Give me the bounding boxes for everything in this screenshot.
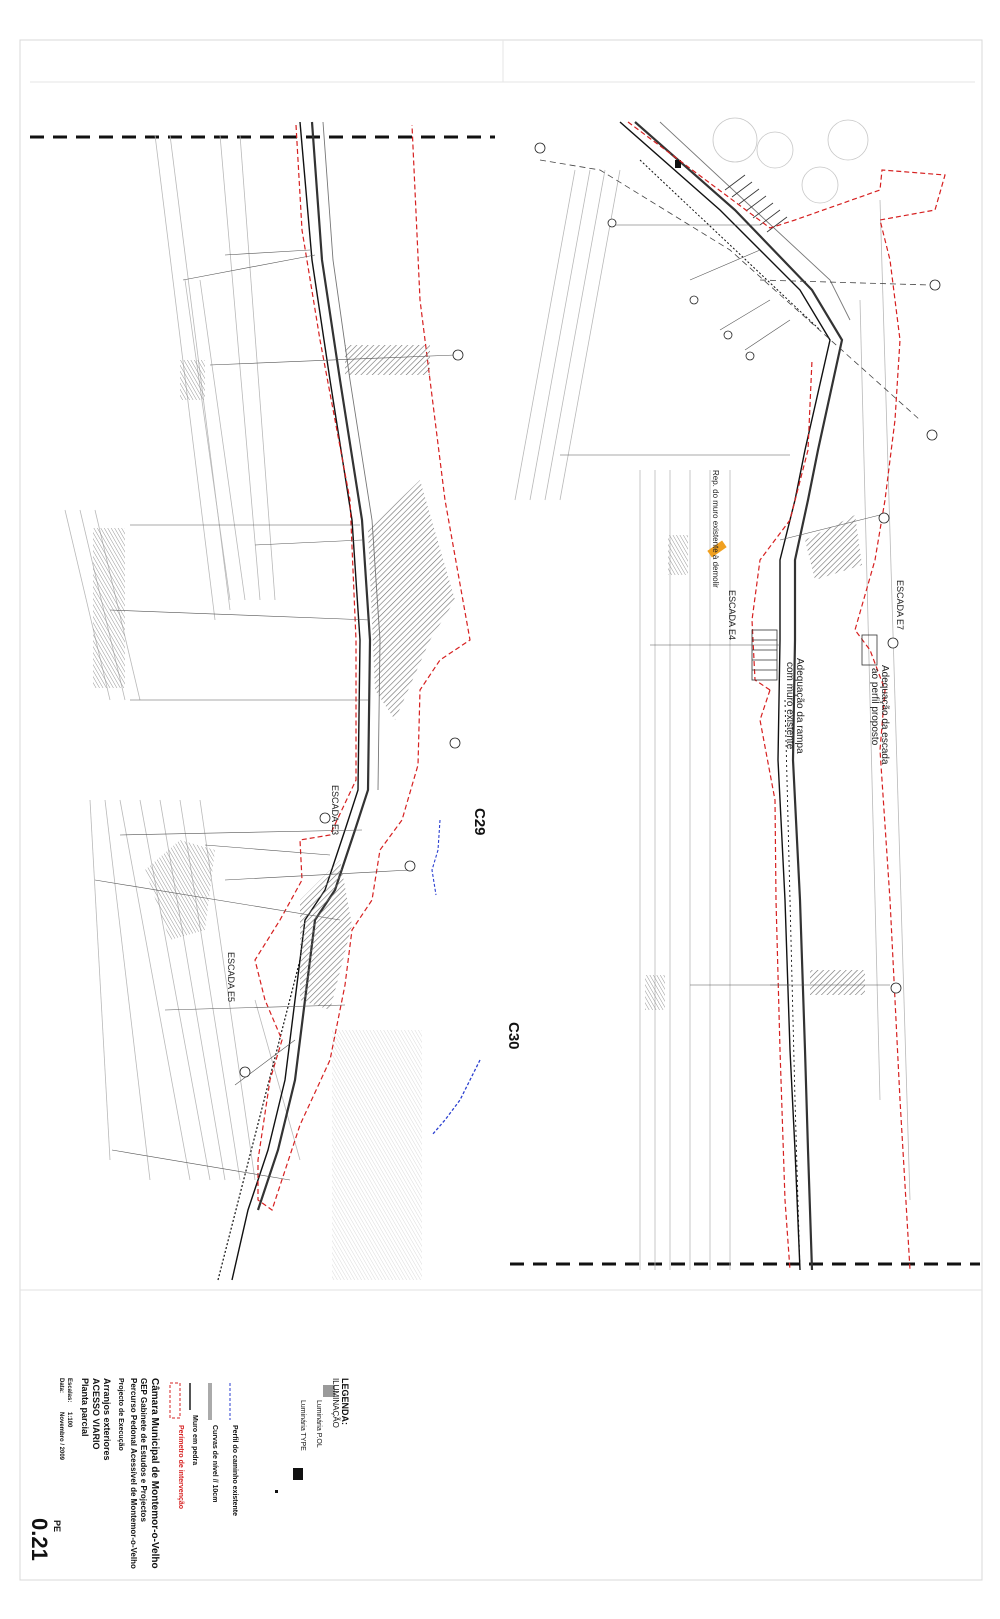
legend-title: LEGENDA: xyxy=(340,1378,350,1425)
stair-label-e5: ESCADA E5 xyxy=(226,952,236,1003)
stair-label-e7: ESCADA E7 xyxy=(895,580,905,631)
hatch-h xyxy=(805,515,862,580)
hatch-b xyxy=(368,480,455,720)
office-name: GEP Gabinete de Estudos e Projectos xyxy=(139,1378,148,1522)
hatch-i xyxy=(668,535,688,575)
stair-note-2: ao perfil proposto xyxy=(869,668,880,746)
left-perimeter xyxy=(254,124,471,1211)
hatch-e xyxy=(145,840,215,940)
hatch-d xyxy=(180,360,205,400)
tree-outlines xyxy=(712,117,869,204)
ramp-note-1: Adequação da rampa xyxy=(794,658,805,754)
drawing-title-2: ACESSO VIARIO xyxy=(91,1378,101,1450)
legend-symbols xyxy=(169,1382,335,1493)
right-axis xyxy=(619,121,851,1271)
hatch-f xyxy=(300,860,352,1010)
left-dimensions xyxy=(94,249,456,1181)
drawing-title-3: Planta parcial xyxy=(80,1378,90,1437)
legend-subtitle: ILUMINAÇÃO xyxy=(331,1378,340,1428)
profile-c30 xyxy=(431,1059,481,1136)
drawing-title-1: Arranjos exteriores xyxy=(102,1378,112,1461)
legend-item-2: Perfil do caminho existente xyxy=(231,1425,238,1517)
survey-line-2 xyxy=(759,279,931,286)
right-contours xyxy=(514,169,911,1270)
stair-e6 xyxy=(861,634,878,666)
section-label-c30: C30 xyxy=(505,1022,522,1050)
stair-e4 xyxy=(751,629,778,681)
project-name: Percurso Pedonal Acessível de Montemor-o… xyxy=(129,1378,138,1569)
profile-c29 xyxy=(431,819,441,896)
scale-value: 1:100 xyxy=(66,1412,72,1428)
stair-label-e4: ESCADA E4 xyxy=(727,590,737,641)
sheet-code: PE xyxy=(52,1520,62,1533)
legend-item-3: Curvas de nível // 10cm xyxy=(211,1425,218,1503)
sheet-frame xyxy=(19,39,983,1581)
stair-note-1: Adequação da escada xyxy=(879,665,890,765)
hatch-k xyxy=(810,970,865,995)
black-box-marker xyxy=(675,160,681,168)
hatch-g xyxy=(332,1030,422,1280)
client-name: Câmara Municipal de Montemor-o-Velho xyxy=(149,1378,160,1569)
right-dimensions xyxy=(560,224,890,986)
legend-item-5: Perímetro de intervenção xyxy=(177,1425,184,1510)
date-label: Data: xyxy=(58,1378,64,1394)
legend-item-1: Luminária TYPE xyxy=(299,1400,306,1451)
project-phase: Projecto de Execução xyxy=(117,1378,124,1451)
hatch-j xyxy=(645,975,665,1010)
legend-item-0: Luminária P.OL xyxy=(315,1400,322,1448)
wall-note: Rep. do muro existente à demolir xyxy=(711,470,720,588)
stair-e4-treads xyxy=(752,639,777,671)
hatch-c xyxy=(93,528,125,688)
sheet-number: 0.21 xyxy=(27,1518,52,1561)
legend-item-4: Muro em pedra xyxy=(191,1415,198,1466)
date-value: Novembro / 2009 xyxy=(58,1412,64,1461)
right-markers xyxy=(534,142,941,994)
hatch-a xyxy=(345,345,430,375)
ramp-note-2: com muro existente xyxy=(784,662,795,750)
survey-line xyxy=(539,159,921,421)
left-markers xyxy=(239,349,464,1078)
stair-label-e3: ESCADA E3 xyxy=(330,785,340,836)
right-dotted xyxy=(784,699,801,1271)
scale-label: Escalas: xyxy=(66,1378,72,1403)
orange-element xyxy=(707,540,727,558)
section-label-c29: C29 xyxy=(471,808,488,836)
